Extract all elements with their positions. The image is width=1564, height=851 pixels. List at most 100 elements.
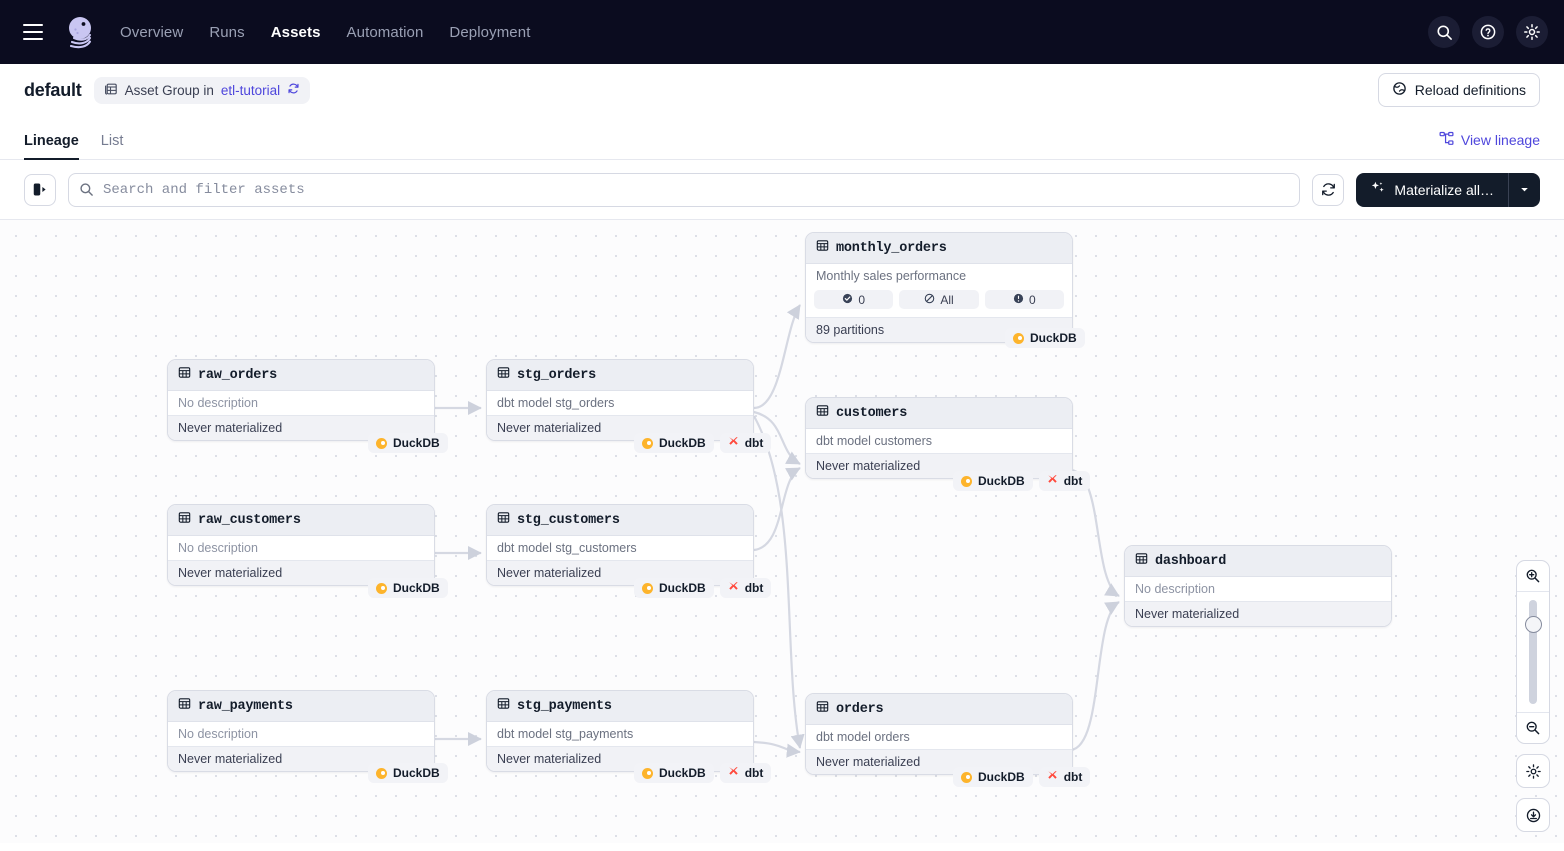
tag-label: DuckDB xyxy=(978,474,1025,488)
duckdb-icon xyxy=(961,771,972,783)
tag-label: DuckDB xyxy=(1030,331,1077,345)
main-nav-links: Overview Runs Assets Automation Deployme… xyxy=(120,24,530,41)
tag-duckdb[interactable]: DuckDB xyxy=(953,767,1033,787)
search-input[interactable] xyxy=(68,172,1301,207)
table-icon xyxy=(178,697,191,715)
refresh-icon[interactable] xyxy=(287,82,300,98)
zoom-slider-stack[interactable] xyxy=(1516,560,1550,744)
tag-duckdb[interactable]: DuckDB xyxy=(634,433,714,453)
asset-group-chip-link[interactable]: etl-tutorial xyxy=(220,82,281,98)
asset-group-chip[interactable]: Asset Group in etl-tutorial xyxy=(93,76,311,104)
asset-lineage-graph[interactable]: raw_orders No description Never material… xyxy=(0,220,1564,843)
duckdb-icon xyxy=(376,767,387,779)
asset-node-tags-orders: DuckDB dbt xyxy=(953,767,1091,787)
tag-label: DuckDB xyxy=(393,766,440,780)
tag-dbt[interactable]: dbt xyxy=(1038,471,1091,491)
duckdb-icon xyxy=(642,767,653,779)
tag-dbt[interactable]: dbt xyxy=(1038,767,1091,787)
zoom-slider-knob[interactable] xyxy=(1524,616,1542,633)
tag-duckdb[interactable]: DuckDB xyxy=(1005,328,1085,348)
partition-chip-failed[interactable]: 0 xyxy=(984,290,1064,309)
dbt-icon xyxy=(1047,770,1058,784)
asset-node-description: dbt model customers xyxy=(806,429,1072,453)
asset-node-title: stg_orders xyxy=(517,367,597,383)
fit-to-screen-button[interactable] xyxy=(1516,798,1550,832)
asset-node-title: monthly_orders xyxy=(836,240,947,256)
panel-toggle-icon[interactable] xyxy=(24,173,56,206)
asset-node-header: raw_payments xyxy=(168,691,434,722)
zoom-out-icon[interactable] xyxy=(1517,713,1549,743)
graph-settings-button[interactable] xyxy=(1516,754,1550,788)
duckdb-icon xyxy=(642,437,653,449)
partition-chip-missing[interactable]: All xyxy=(899,290,979,309)
dbt-icon xyxy=(728,436,739,450)
duckdb-icon xyxy=(961,475,972,487)
dbt-icon xyxy=(728,581,739,595)
asset-node-header: customers xyxy=(806,398,1072,429)
materialize-all-button[interactable]: Materialize all… xyxy=(1356,172,1540,207)
asset-node-header: raw_customers xyxy=(168,505,434,536)
asset-node-orders[interactable]: orders dbt model orders Never materializ… xyxy=(805,693,1073,775)
chevron-down-icon[interactable] xyxy=(1509,184,1540,195)
tag-duckdb[interactable]: DuckDB xyxy=(368,433,448,453)
reload-definitions-button[interactable]: Reload definitions xyxy=(1377,73,1540,107)
asset-node-stg_orders[interactable]: stg_orders dbt model stg_orders Never ma… xyxy=(486,359,754,441)
asset-node-description: dbt model stg_orders xyxy=(487,391,753,415)
tag-duckdb[interactable]: DuckDB xyxy=(634,578,714,598)
asset-node-tags-monthly_orders: DuckDB xyxy=(1005,328,1085,348)
asset-node-stg_payments[interactable]: stg_payments dbt model stg_payments Neve… xyxy=(486,690,754,772)
asset-node-raw_customers[interactable]: raw_customers No description Never mater… xyxy=(167,504,435,586)
settings-icon[interactable] xyxy=(1516,16,1548,48)
table-icon xyxy=(1135,552,1148,570)
exclamation-circle-icon xyxy=(1013,293,1024,307)
asset-node-monthly_orders[interactable]: monthly_orders Monthly sales performance… xyxy=(805,232,1073,343)
tab-bar: Lineage List View lineage xyxy=(0,116,1564,160)
asset-node-raw_orders[interactable]: raw_orders No description Never material… xyxy=(167,359,435,441)
sparkle-icon xyxy=(1370,180,1386,199)
nav-link-deployment[interactable]: Deployment xyxy=(449,23,531,41)
hamburger-icon[interactable] xyxy=(16,15,50,49)
slash-circle-icon xyxy=(924,293,935,307)
asset-node-customers[interactable]: customers dbt model customers Never mate… xyxy=(805,397,1073,479)
asset-node-title: stg_customers xyxy=(517,512,620,528)
partition-chip-value: 0 xyxy=(1028,292,1036,307)
zoom-in-icon[interactable] xyxy=(1517,561,1549,591)
tag-duckdb[interactable]: DuckDB xyxy=(368,763,448,783)
asset-node-status: Never materialized xyxy=(168,415,434,440)
asset-node-stg_customers[interactable]: stg_customers dbt model stg_customers Ne… xyxy=(486,504,754,586)
refresh-assets-button[interactable] xyxy=(1312,173,1345,206)
asset-node-dashboard[interactable]: dashboard No description Never materiali… xyxy=(1124,545,1392,627)
nav-link-assets[interactable]: Assets xyxy=(270,23,321,41)
tag-duckdb[interactable]: DuckDB xyxy=(368,578,448,598)
tag-label: dbt xyxy=(744,436,764,450)
asset-group-icon xyxy=(104,82,118,99)
help-icon[interactable] xyxy=(1472,16,1504,48)
asset-node-tags-customers: DuckDB dbt xyxy=(953,471,1091,491)
materialize-divider xyxy=(1508,172,1509,207)
tag-duckdb[interactable]: DuckDB xyxy=(634,763,714,783)
tab-lineage[interactable]: Lineage xyxy=(24,133,79,160)
tag-dbt[interactable]: dbt xyxy=(719,578,772,598)
asset-node-description: dbt model stg_customers xyxy=(487,536,753,560)
asset-node-title: raw_payments xyxy=(198,698,293,714)
tag-duckdb[interactable]: DuckDB xyxy=(953,471,1033,491)
asset-node-raw_payments[interactable]: raw_payments No description Never materi… xyxy=(167,690,435,772)
asset-node-header: dashboard xyxy=(1125,546,1391,577)
tag-dbt[interactable]: dbt xyxy=(719,433,772,453)
asset-node-title: raw_orders xyxy=(198,367,278,383)
nav-link-runs[interactable]: Runs xyxy=(209,23,245,41)
materialize-all-label-wrap[interactable]: Materialize all… xyxy=(1356,180,1508,199)
search-icon[interactable] xyxy=(1428,16,1460,48)
nav-link-overview[interactable]: Overview xyxy=(120,23,184,41)
dagster-logo[interactable] xyxy=(60,12,100,52)
nav-link-automation[interactable]: Automation xyxy=(346,23,424,41)
tag-dbt[interactable]: dbt xyxy=(719,763,772,783)
asset-node-status: Never materialized xyxy=(1125,601,1391,626)
zoom-slider[interactable] xyxy=(1517,591,1549,713)
tab-list[interactable]: List xyxy=(100,133,124,149)
search-field-wrapper xyxy=(68,172,1301,207)
table-icon xyxy=(816,700,829,718)
view-lineage-link[interactable]: View lineage xyxy=(1439,131,1540,159)
materialize-all-label: Materialize all… xyxy=(1394,181,1494,198)
partition-chip-materialized[interactable]: 0 xyxy=(814,290,894,309)
